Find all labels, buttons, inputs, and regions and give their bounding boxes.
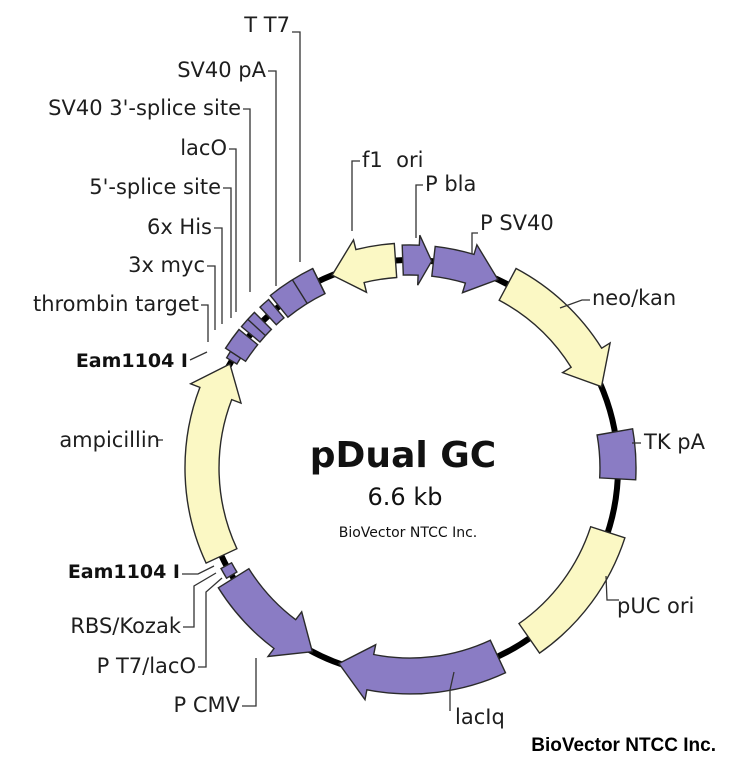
thrombin-feature <box>224 328 259 363</box>
label-f1-ori: f1 ori <box>362 148 423 172</box>
label-tk-pa: TK pA <box>643 430 706 454</box>
label-5-splice-site: 5'-splice site <box>89 175 221 199</box>
label-3x-myc: 3x myc <box>128 253 205 277</box>
label-eam1104-i-top: Eam1104 I <box>76 350 188 372</box>
label-p-sv40: P SV40 <box>480 211 554 235</box>
tkpa-feature <box>596 427 637 481</box>
pbla-feature <box>401 234 433 286</box>
puc-ori-feature <box>518 525 626 655</box>
f1-ori-feature <box>331 238 398 294</box>
splice-feature <box>259 298 285 326</box>
plasmid-name: pDual GC <box>310 435 496 476</box>
leader-lines <box>156 31 641 711</box>
label-thrombin-target: thrombin target <box>33 292 199 316</box>
laciq-feature <box>337 639 507 702</box>
center-credit: BioVector NTCC Inc. <box>339 525 477 541</box>
label-laco: lacO <box>180 136 227 160</box>
feature-divider <box>312 268 326 294</box>
pcmv-feature <box>217 567 314 658</box>
psv40-feature <box>431 243 499 294</box>
label-p-cmv: P CMV <box>174 693 241 717</box>
label-sv40-3-splice-site: SV40 3'-splice site <box>48 96 241 120</box>
features-layer <box>184 234 637 702</box>
label-ampicillin: ampicillin <box>59 428 160 452</box>
label-t-t7: T T7 <box>243 13 290 37</box>
plasmid-size: 6.6 kb <box>368 483 443 511</box>
feature-divider <box>291 279 308 304</box>
label-neo-kan: neo/kan <box>592 286 676 310</box>
corner-credit: BioVector NTCC Inc. <box>531 735 716 756</box>
eam-bottom-feature <box>220 561 238 580</box>
neokan-feature <box>498 267 612 388</box>
label-6x-his: 6x His <box>147 215 212 239</box>
label-laciq: lacIq <box>455 705 505 729</box>
label-puc-ori: pUC ori <box>617 594 694 618</box>
label-p-bla: P bla <box>425 172 476 196</box>
ampicillin-feature <box>184 362 243 565</box>
label-rbs-kozak: RBS/Kozak <box>70 614 181 638</box>
label-p-t7-laco: P T7/lacO <box>97 654 196 678</box>
feature-divider <box>247 318 266 337</box>
label-sv40-pa: SV40 pA <box>177 58 266 82</box>
label-eam1104-i-bottom: Eam1104 I <box>68 561 180 583</box>
